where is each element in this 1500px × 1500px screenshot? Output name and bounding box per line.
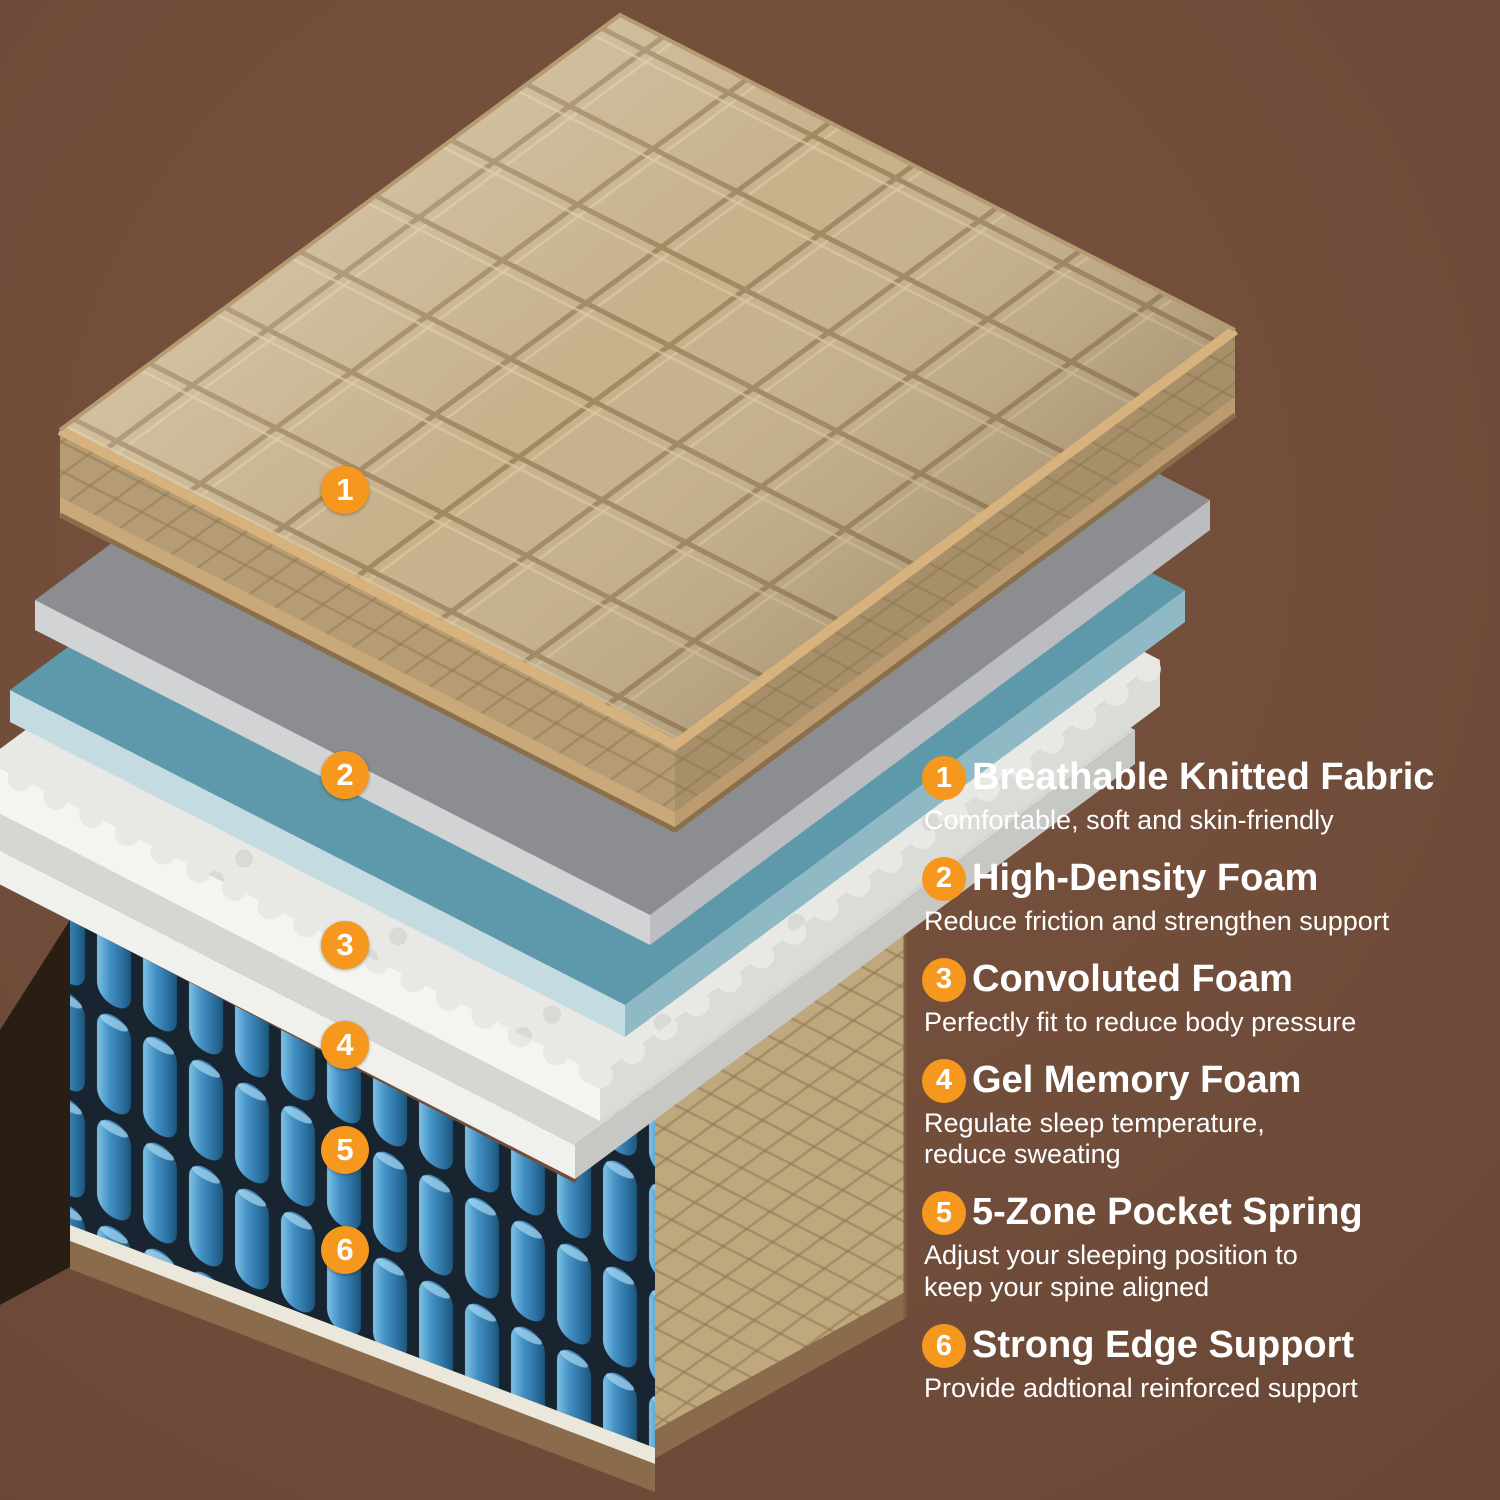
legend-description-4: Regulate sleep temperature, reduce sweat… — [924, 1107, 1265, 1170]
legend-badge-6: 6 — [922, 1324, 966, 1369]
layer-marker-1-number: 1 — [336, 472, 354, 507]
legend-badge-1: 1 — [922, 756, 966, 800]
legend-item-6: 6 Strong Edge Support Provide addtional … — [922, 1324, 1497, 1405]
legend-title-3: Convoluted Foam — [972, 957, 1293, 1000]
legend-title-5: 5-Zone Pocket Spring — [972, 1191, 1363, 1234]
pocket-springs — [70, 920, 655, 1448]
legend-item-5: 5 5-Zone Pocket Spring Adjust your sleep… — [922, 1191, 1497, 1304]
legend-item-2: 2 High-Density Foam Reduce friction and … — [922, 856, 1497, 938]
legend-badge-5: 5 — [922, 1191, 966, 1236]
legend-badge-2: 2 — [922, 856, 966, 901]
legend-title-1: Breathable Knitted Fabric — [972, 756, 1435, 799]
layer-marker-3: 3 — [321, 921, 369, 969]
layer-marker-2-number: 2 — [336, 757, 354, 792]
layer-marker-6: 6 — [321, 1226, 369, 1274]
legend-description-1: Comfortable, soft and skin-friendly — [924, 805, 1334, 835]
layer-marker-1: 1 — [321, 466, 369, 514]
legend-title-4: Gel Memory Foam — [972, 1058, 1302, 1101]
legend-item-1: 1 Breathable Knitted Fabric Comfortable,… — [922, 756, 1497, 837]
layer-marker-3-number: 3 — [336, 927, 354, 962]
legend-badge-4: 4 — [922, 1058, 966, 1103]
quilted-top-layer — [57, 12, 1238, 833]
layer-marker-2: 2 — [321, 751, 369, 799]
legend-description-6: Provide addtional reinforced support — [924, 1373, 1358, 1404]
legend-item-4: 4 Gel Memory Foam Regulate sleep tempera… — [922, 1058, 1497, 1172]
legend-item-3: 3 Convoluted Foam Perfectly fit to reduc… — [922, 957, 1497, 1039]
layer-marker-4-number: 4 — [336, 1027, 354, 1062]
springs-felt-strip — [70, 1225, 655, 1464]
legend-description-2: Reduce friction and strengthen support — [924, 905, 1390, 936]
legend-title-6: Strong Edge Support — [972, 1324, 1355, 1367]
legend-description-3: Perfectly fit to reduce body pressure — [924, 1006, 1357, 1037]
layer-marker-5-number: 5 — [336, 1132, 354, 1167]
base-bottom-trim — [70, 1241, 655, 1492]
legend-description-5: Adjust your sleeping position to keep yo… — [924, 1240, 1298, 1303]
legend-badge-3: 3 — [922, 957, 966, 1002]
layer-marker-5: 5 — [321, 1126, 369, 1174]
layer-marker-6-number: 6 — [336, 1232, 354, 1267]
layer-marker-4: 4 — [321, 1021, 369, 1069]
base-cut-face — [0, 920, 70, 1305]
legend: 1 Breathable Knitted Fabric Comfortable,… — [922, 756, 1497, 1425]
legend-title-2: High-Density Foam — [972, 856, 1319, 899]
